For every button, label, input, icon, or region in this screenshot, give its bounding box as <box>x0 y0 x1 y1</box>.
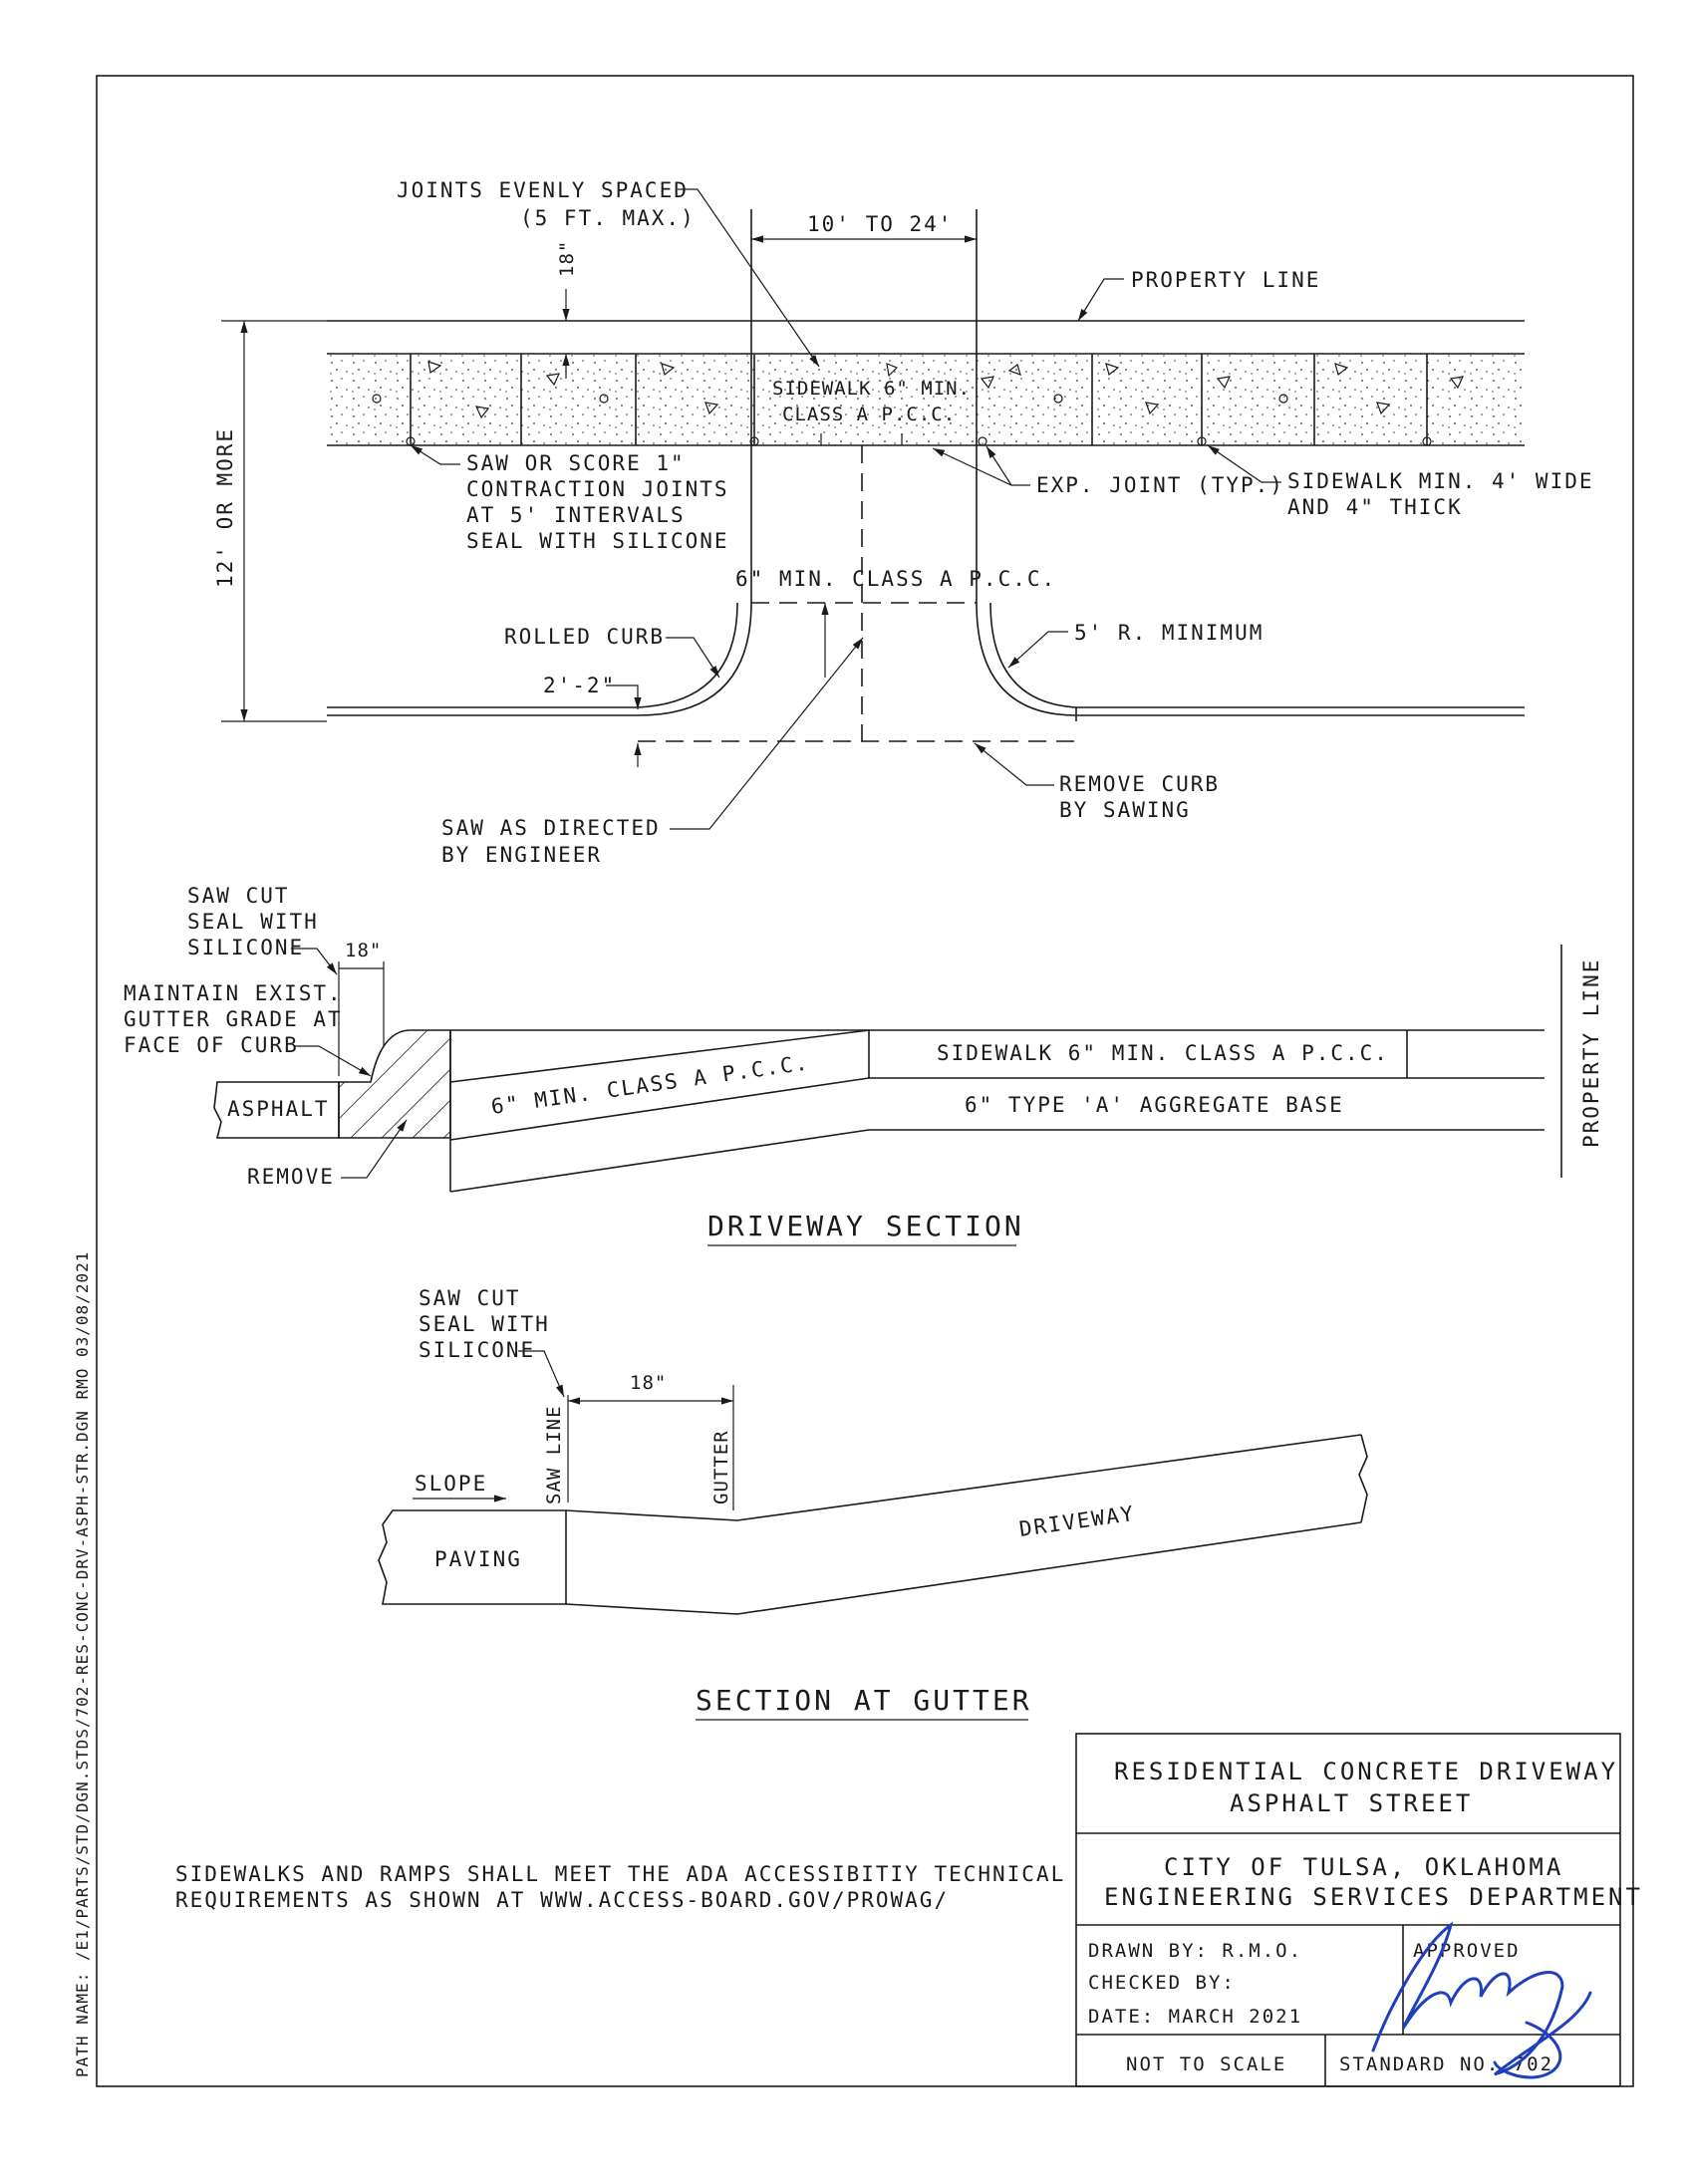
radius-label: 5' R. MINIMUM <box>1074 621 1264 645</box>
gutter-saw-cut-label-3: SILICONE <box>419 1338 535 1362</box>
standard-number: STANDARD NO. 702 <box>1339 2053 1553 2075</box>
gutter-section: PAVING DRIVEWAY SAW LINE GUTTER 18" SAW … <box>378 1286 1368 1721</box>
plan-view: 12' OR MORE 18" 10' TO 24' JOINTS EVENLY… <box>213 178 1594 867</box>
gutter-driveway-label: DRIVEWAY <box>1017 1502 1136 1541</box>
sidewalk-min-label-1: SIDEWALK MIN. 4' WIDE <box>1287 469 1594 493</box>
property-line-label: PROPERTY LINE <box>1131 268 1320 292</box>
remove-curb-label-1: REMOVE CURB <box>1059 772 1220 796</box>
scale-note: NOT TO SCALE <box>1126 2053 1286 2075</box>
plan-driveway-pcc-label: 6" MIN. CLASS A P.C.C. <box>735 567 1056 591</box>
gutter-section-title: SECTION AT GUTTER <box>696 1684 1032 1717</box>
aggregate-symbols <box>372 361 1465 419</box>
aggregate-base-label: 6" TYPE 'A' AGGREGATE BASE <box>965 1093 1344 1117</box>
curb-dimension: 2'-2" <box>543 674 616 697</box>
section-driveway-pcc-label: 6" MIN. CLASS A P.C.C. <box>489 1050 810 1119</box>
saw-directed-label-2: BY ENGINEER <box>441 843 602 867</box>
saw-line-label: SAW LINE <box>543 1405 565 1504</box>
drawing-title-line-2: ASPHALT STREET <box>1230 1789 1473 1817</box>
drawn-by: DRAWN BY: R.M.O. <box>1088 1940 1302 1962</box>
gutter-label: GUTTER <box>710 1430 732 1504</box>
section-sidewalk-pcc-label: SIDEWALK 6" MIN. CLASS A P.C.C. <box>937 1041 1389 1065</box>
contraction-joints <box>410 354 1428 445</box>
section-property-line-label: PROPERTY LINE <box>1579 958 1603 1148</box>
joints-label: JOINTS EVENLY SPACED <box>397 178 689 202</box>
ada-note-line-2: REQUIREMENTS AS SHOWN AT WWW.ACCESS-BOAR… <box>175 1888 949 1912</box>
gutter-18in-dimension: 18" <box>630 1372 667 1394</box>
ada-note-line-1: SIDEWALKS AND RAMPS SHALL MEET THE ADA A… <box>175 1862 1065 1886</box>
driveway-section: ASPHALT PROPERTY LINE 6" MIN. CLASS A P.… <box>124 884 1603 1246</box>
drawing-title-line-1: RESIDENTIAL CONCRETE DRIVEWAY <box>1114 1758 1618 1785</box>
driveway-saw-cut-label-1: SAW CUT <box>187 884 290 908</box>
side-path-name: PATH NAME: /E1/PARTS/STD/DGN.STDS/702-RE… <box>73 1251 92 2077</box>
driveway-saw-cut-label-3: SILICONE <box>187 936 304 959</box>
sheet-border <box>96 75 1634 2087</box>
org-line-2: ENGINEERING SERVICES DEPARTMENT <box>1104 1883 1643 1911</box>
width-dimension: 10' TO 24' <box>807 212 953 236</box>
approval-signature <box>1371 1921 1592 2079</box>
remove-label: REMOVE <box>247 1165 335 1189</box>
setback-dimension: 18" <box>556 240 578 277</box>
driveway-section-title: DRIVEWAY SECTION <box>707 1210 1024 1242</box>
maintain-label-2: GUTTER GRADE AT <box>124 1007 343 1031</box>
saw-score-label-2: CONTRACTION JOINTS <box>466 477 729 501</box>
sidewalk-min-label-2: AND 4" THICK <box>1287 495 1463 519</box>
title-block: RESIDENTIAL CONCRETE DRIVEWAY ASPHALT ST… <box>1075 1733 1643 2087</box>
saw-score-label-3: AT 5' INTERVALS <box>466 503 686 527</box>
approved-label: APPROVED <box>1413 1940 1521 1962</box>
maintain-label-1: MAINTAIN EXIST. <box>124 981 343 1005</box>
drawing-date: DATE: MARCH 2021 <box>1088 2006 1302 2028</box>
left-curb-return <box>327 602 752 716</box>
exp-joint-label: EXP. JOINT (TYP.) <box>1036 473 1284 497</box>
paving-label: PAVING <box>434 1547 522 1571</box>
gutter-saw-cut-label-2: SEAL WITH <box>419 1312 550 1336</box>
removed-curb <box>338 1029 451 1139</box>
slope-label: SLOPE <box>415 1472 487 1496</box>
sidewalk-band <box>327 354 1525 445</box>
saw-score-label-1: SAW OR SCORE 1" <box>466 451 686 475</box>
gutter-saw-cut-label-1: SAW CUT <box>419 1286 521 1310</box>
sidewalk-label-2: CLASS A P.C.C. <box>782 404 956 425</box>
rolled-curb-label: ROLLED CURB <box>504 625 665 649</box>
checked-by: CHECKED BY: <box>1088 1972 1236 1994</box>
depth-dimension: 12' OR MORE <box>213 427 237 588</box>
sidewalk-label: SIDEWALK 6" MIN. <box>772 378 971 400</box>
driveway-saw-cut-label-2: SEAL WITH <box>187 910 319 934</box>
asphalt-label: ASPHALT <box>227 1097 330 1121</box>
maintain-label-3: FACE OF CURB <box>124 1033 299 1057</box>
saw-score-label-4: SEAL WITH SILICONE <box>466 529 729 553</box>
remove-curb-label-2: BY SAWING <box>1059 798 1191 822</box>
joints-label-2: (5 FT. MAX.) <box>520 206 696 230</box>
saw-directed-label-1: SAW AS DIRECTED <box>441 816 661 840</box>
driveway-18in-dimension: 18" <box>345 940 382 961</box>
org-line-1: CITY OF TULSA, OKLAHOMA <box>1164 1853 1563 1881</box>
right-curb-return <box>976 602 1525 716</box>
